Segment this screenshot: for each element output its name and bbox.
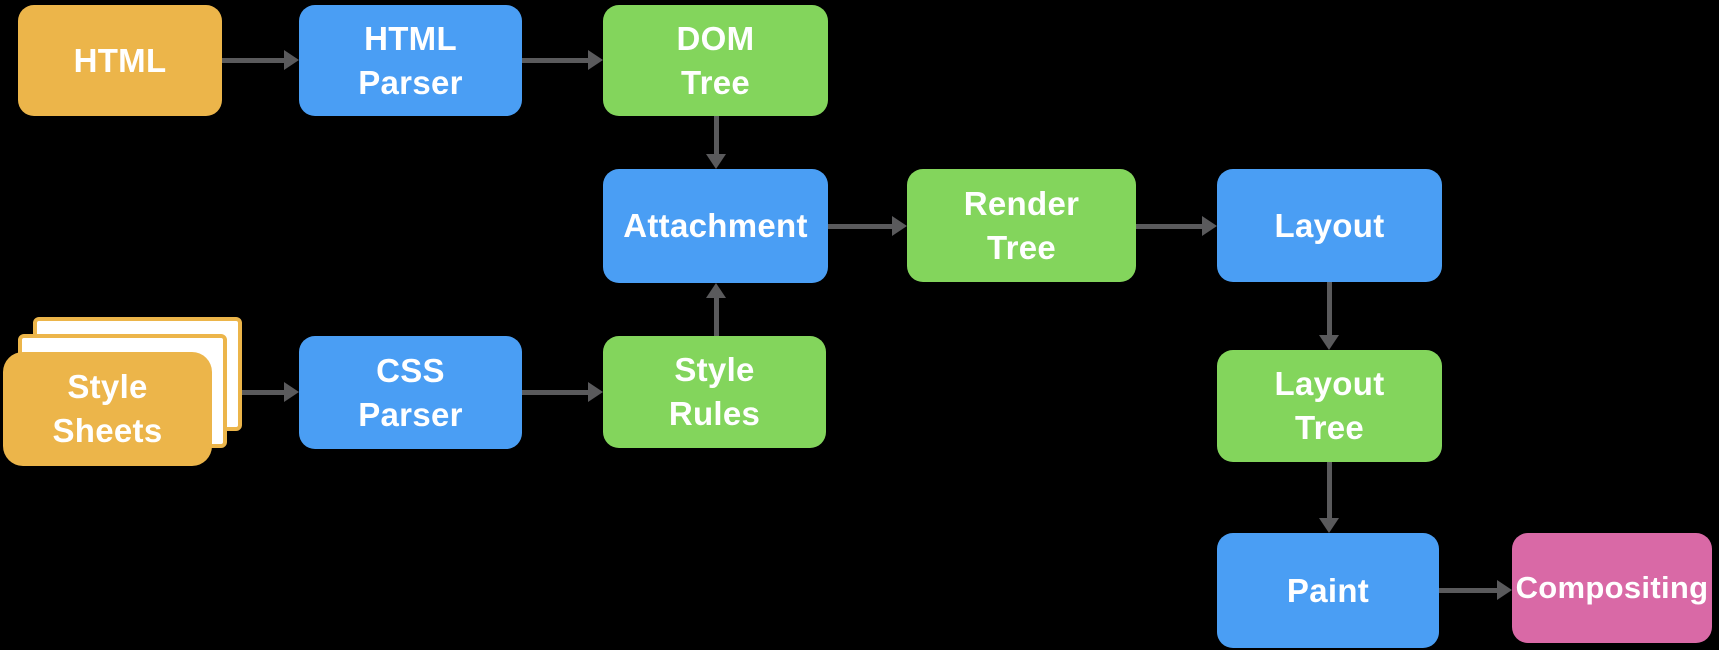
node-html-parser-label-line2: Parser [358, 63, 463, 101]
arrow-shaft [828, 223, 894, 229]
arrow-style-rules-to-attachment [704, 283, 728, 336]
arrow-layout-tree-to-paint [1317, 462, 1341, 533]
arrow-html-parser-to-dom-tree [522, 48, 603, 72]
arrow-shaft [713, 296, 719, 336]
arrow-shaft [242, 389, 286, 395]
arrow-render-tree-to-layout [1136, 214, 1217, 238]
arrow-dom-tree-to-attachment [704, 116, 728, 169]
node-layout-tree: Layout Tree [1217, 350, 1442, 462]
node-html: HTML [18, 5, 222, 116]
arrowhead-right-icon [588, 50, 603, 70]
arrow-shaft [222, 57, 286, 63]
node-style-sheets: Style Sheets [3, 352, 212, 466]
arrowhead-right-icon [892, 216, 907, 236]
node-render-tree-label-line1: Render [963, 184, 1080, 222]
node-dom-tree-label-line2: Tree [680, 63, 751, 101]
node-layout-tree-label-line1: Layout [1274, 365, 1385, 403]
arrow-layout-to-layout-tree [1317, 282, 1341, 350]
arrowhead-down-icon [1319, 518, 1339, 533]
arrow-css-parser-to-style-rules [522, 380, 603, 404]
node-compositing: Compositing [1512, 533, 1712, 643]
node-html-parser-label-line1: HTML [364, 19, 457, 57]
arrow-shaft [522, 57, 590, 63]
node-style-sheets-label-line1: Style [67, 368, 148, 406]
node-attachment: Attachment [603, 169, 828, 283]
arrowhead-down-icon [1319, 335, 1339, 350]
node-layout-label: Layout [1274, 206, 1385, 244]
node-render-tree-label-line2: Tree [986, 228, 1057, 266]
node-html-label: HTML [73, 41, 167, 79]
arrow-attachment-to-render-tree [828, 214, 907, 238]
node-dom-tree: DOM Tree [603, 5, 828, 116]
arrow-paint-to-compositing [1439, 578, 1512, 602]
node-render-tree: Render Tree [907, 169, 1136, 282]
node-css-parser: CSS Parser [299, 336, 522, 449]
node-css-parser-label-line2: Parser [358, 395, 463, 433]
arrowhead-right-icon [1497, 580, 1512, 600]
node-attachment-label: Attachment [623, 207, 808, 245]
node-style-rules-label-line2: Rules [668, 395, 761, 432]
arrow-shaft [1439, 587, 1499, 593]
arrowhead-right-icon [284, 50, 299, 70]
node-compositing-label: Compositing [1515, 569, 1709, 605]
arrow-style-sheets-to-css-parser [242, 380, 299, 404]
node-layout-tree-label-line2: Tree [1294, 409, 1365, 446]
node-paint: Paint [1217, 533, 1439, 648]
node-style-sheets-label-line2: Sheets [52, 412, 163, 449]
arrow-shaft [522, 389, 590, 395]
node-css-parser-label-line1: CSS [376, 351, 445, 389]
arrow-html-to-html-parser [222, 48, 299, 72]
arrowhead-right-icon [284, 382, 299, 402]
arrow-shaft [1136, 223, 1204, 229]
node-style-rules-label-line1: Style [674, 351, 755, 389]
node-html-parser: HTML Parser [299, 5, 522, 116]
arrowhead-down-icon [706, 154, 726, 169]
arrow-shaft [1326, 462, 1332, 520]
arrow-shaft [1326, 282, 1332, 337]
arrowhead-right-icon [1202, 216, 1217, 236]
node-style-rules: Style Rules [603, 336, 826, 448]
node-dom-tree-label-line1: DOM [676, 19, 755, 57]
node-paint-label: Paint [1286, 571, 1370, 609]
arrowhead-up-icon [706, 283, 726, 298]
arrowhead-right-icon [588, 382, 603, 402]
arrow-shaft [713, 116, 719, 156]
node-layout: Layout [1217, 169, 1442, 282]
